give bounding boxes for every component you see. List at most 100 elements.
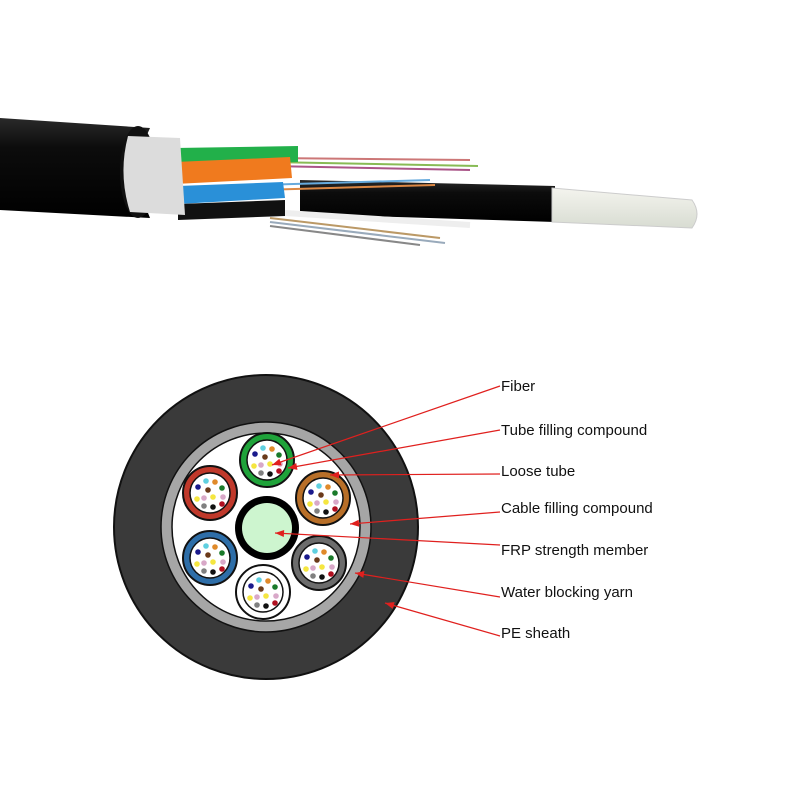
fiber (314, 557, 320, 563)
fiber (307, 501, 313, 507)
fiber (210, 569, 216, 575)
arrowhead-frp-strength-member (275, 529, 285, 537)
frp-strength-member (242, 503, 292, 553)
loose-tube (182, 465, 238, 521)
tube-filling-compound (189, 537, 231, 579)
fiber (260, 445, 266, 451)
fiber (325, 484, 331, 490)
fiber (195, 484, 201, 490)
fiber (310, 573, 316, 579)
fiber (194, 561, 200, 567)
arrowhead-water-blocking-yarn (355, 571, 365, 578)
inner-black-member (300, 180, 555, 222)
fiber (248, 583, 254, 589)
fiber (205, 552, 211, 558)
fiber (212, 544, 218, 550)
fiber (323, 499, 329, 505)
fiber (269, 446, 275, 452)
fiber (254, 594, 260, 600)
fiber (210, 559, 216, 565)
label-loose-tube: Loose tube (501, 463, 576, 480)
fiber (332, 490, 338, 496)
arrowhead-fiber (272, 458, 282, 466)
fiber (205, 487, 211, 493)
fiber (272, 584, 278, 590)
fiber (252, 451, 258, 457)
tube-filling-compound (246, 439, 288, 481)
fiber (323, 509, 329, 515)
fiber (319, 574, 325, 580)
fiber (247, 595, 253, 601)
fiber (304, 554, 310, 560)
label-frp-strength-member: FRP strength member (501, 542, 649, 559)
loose-tube (182, 530, 238, 586)
loose-tube (291, 535, 347, 591)
fiber (251, 463, 257, 469)
fiber (333, 499, 339, 505)
fiber (267, 461, 273, 467)
arrow-cable-filling-compound (349, 511, 501, 525)
cable-photo (0, 118, 698, 246)
fiber (256, 577, 262, 583)
arrowhead-pe-sheath (385, 602, 395, 609)
label-water-blocking-yarn: Water blocking yarn (501, 584, 633, 601)
fiber (319, 564, 325, 570)
cross-section (113, 374, 419, 680)
fiber (328, 571, 334, 577)
loose-tube (235, 564, 291, 620)
fiber (273, 593, 279, 599)
loose-tube (295, 470, 351, 526)
fiber (332, 506, 338, 512)
fiber (272, 600, 278, 606)
arrowhead-cable-filling-compound (350, 519, 360, 527)
fiber (219, 485, 225, 491)
black-tube-photo (178, 200, 285, 220)
arrow-water-blocking-yarn (354, 572, 501, 598)
fiber (201, 503, 207, 509)
label-pe-sheath: PE sheath (501, 625, 571, 642)
fiber (329, 564, 335, 570)
blue-tube-photo (178, 182, 285, 204)
fiber (318, 492, 324, 498)
arrow-loose-tube (329, 473, 501, 476)
arrow-frp-strength-member (274, 532, 501, 546)
fiber (254, 602, 260, 608)
fiber (210, 494, 216, 500)
fiber (321, 549, 327, 555)
fiber (201, 560, 207, 566)
label-fiber: Fiber (501, 378, 536, 395)
arrow-tube-filling-compound (287, 429, 501, 469)
fiber (314, 508, 320, 514)
fiber (267, 471, 273, 477)
fiber (314, 500, 320, 506)
fiber (212, 479, 218, 485)
label-cable-filling-compound: Cable filling compound (501, 500, 653, 517)
fiber (258, 462, 264, 468)
fiber (220, 559, 226, 565)
fiber (219, 566, 225, 572)
fiber (312, 548, 318, 554)
orange-tube-photo (175, 157, 292, 184)
tube-filling-compound (189, 472, 231, 514)
outer-jacket-photo (0, 118, 150, 218)
fiber (219, 550, 225, 556)
fiber (262, 454, 268, 460)
fiber (203, 478, 209, 484)
fiber (210, 504, 216, 510)
arrowhead-tube-filling-compound (288, 462, 298, 470)
fiber (203, 543, 209, 549)
fiber (258, 470, 264, 476)
fiber (258, 586, 264, 592)
water-blocking-tape-photo (123, 136, 185, 215)
fiber (263, 603, 269, 609)
fiber (316, 483, 322, 489)
arrow-fiber (271, 385, 501, 466)
label-tube-filling-compound: Tube filling compound (501, 422, 648, 439)
arrowhead-loose-tube (330, 471, 340, 479)
tube-filling-compound (302, 477, 344, 519)
callout-arrows (271, 385, 501, 637)
tube-filling-compound (242, 571, 284, 613)
fiber (265, 578, 271, 584)
fiber (263, 593, 269, 599)
